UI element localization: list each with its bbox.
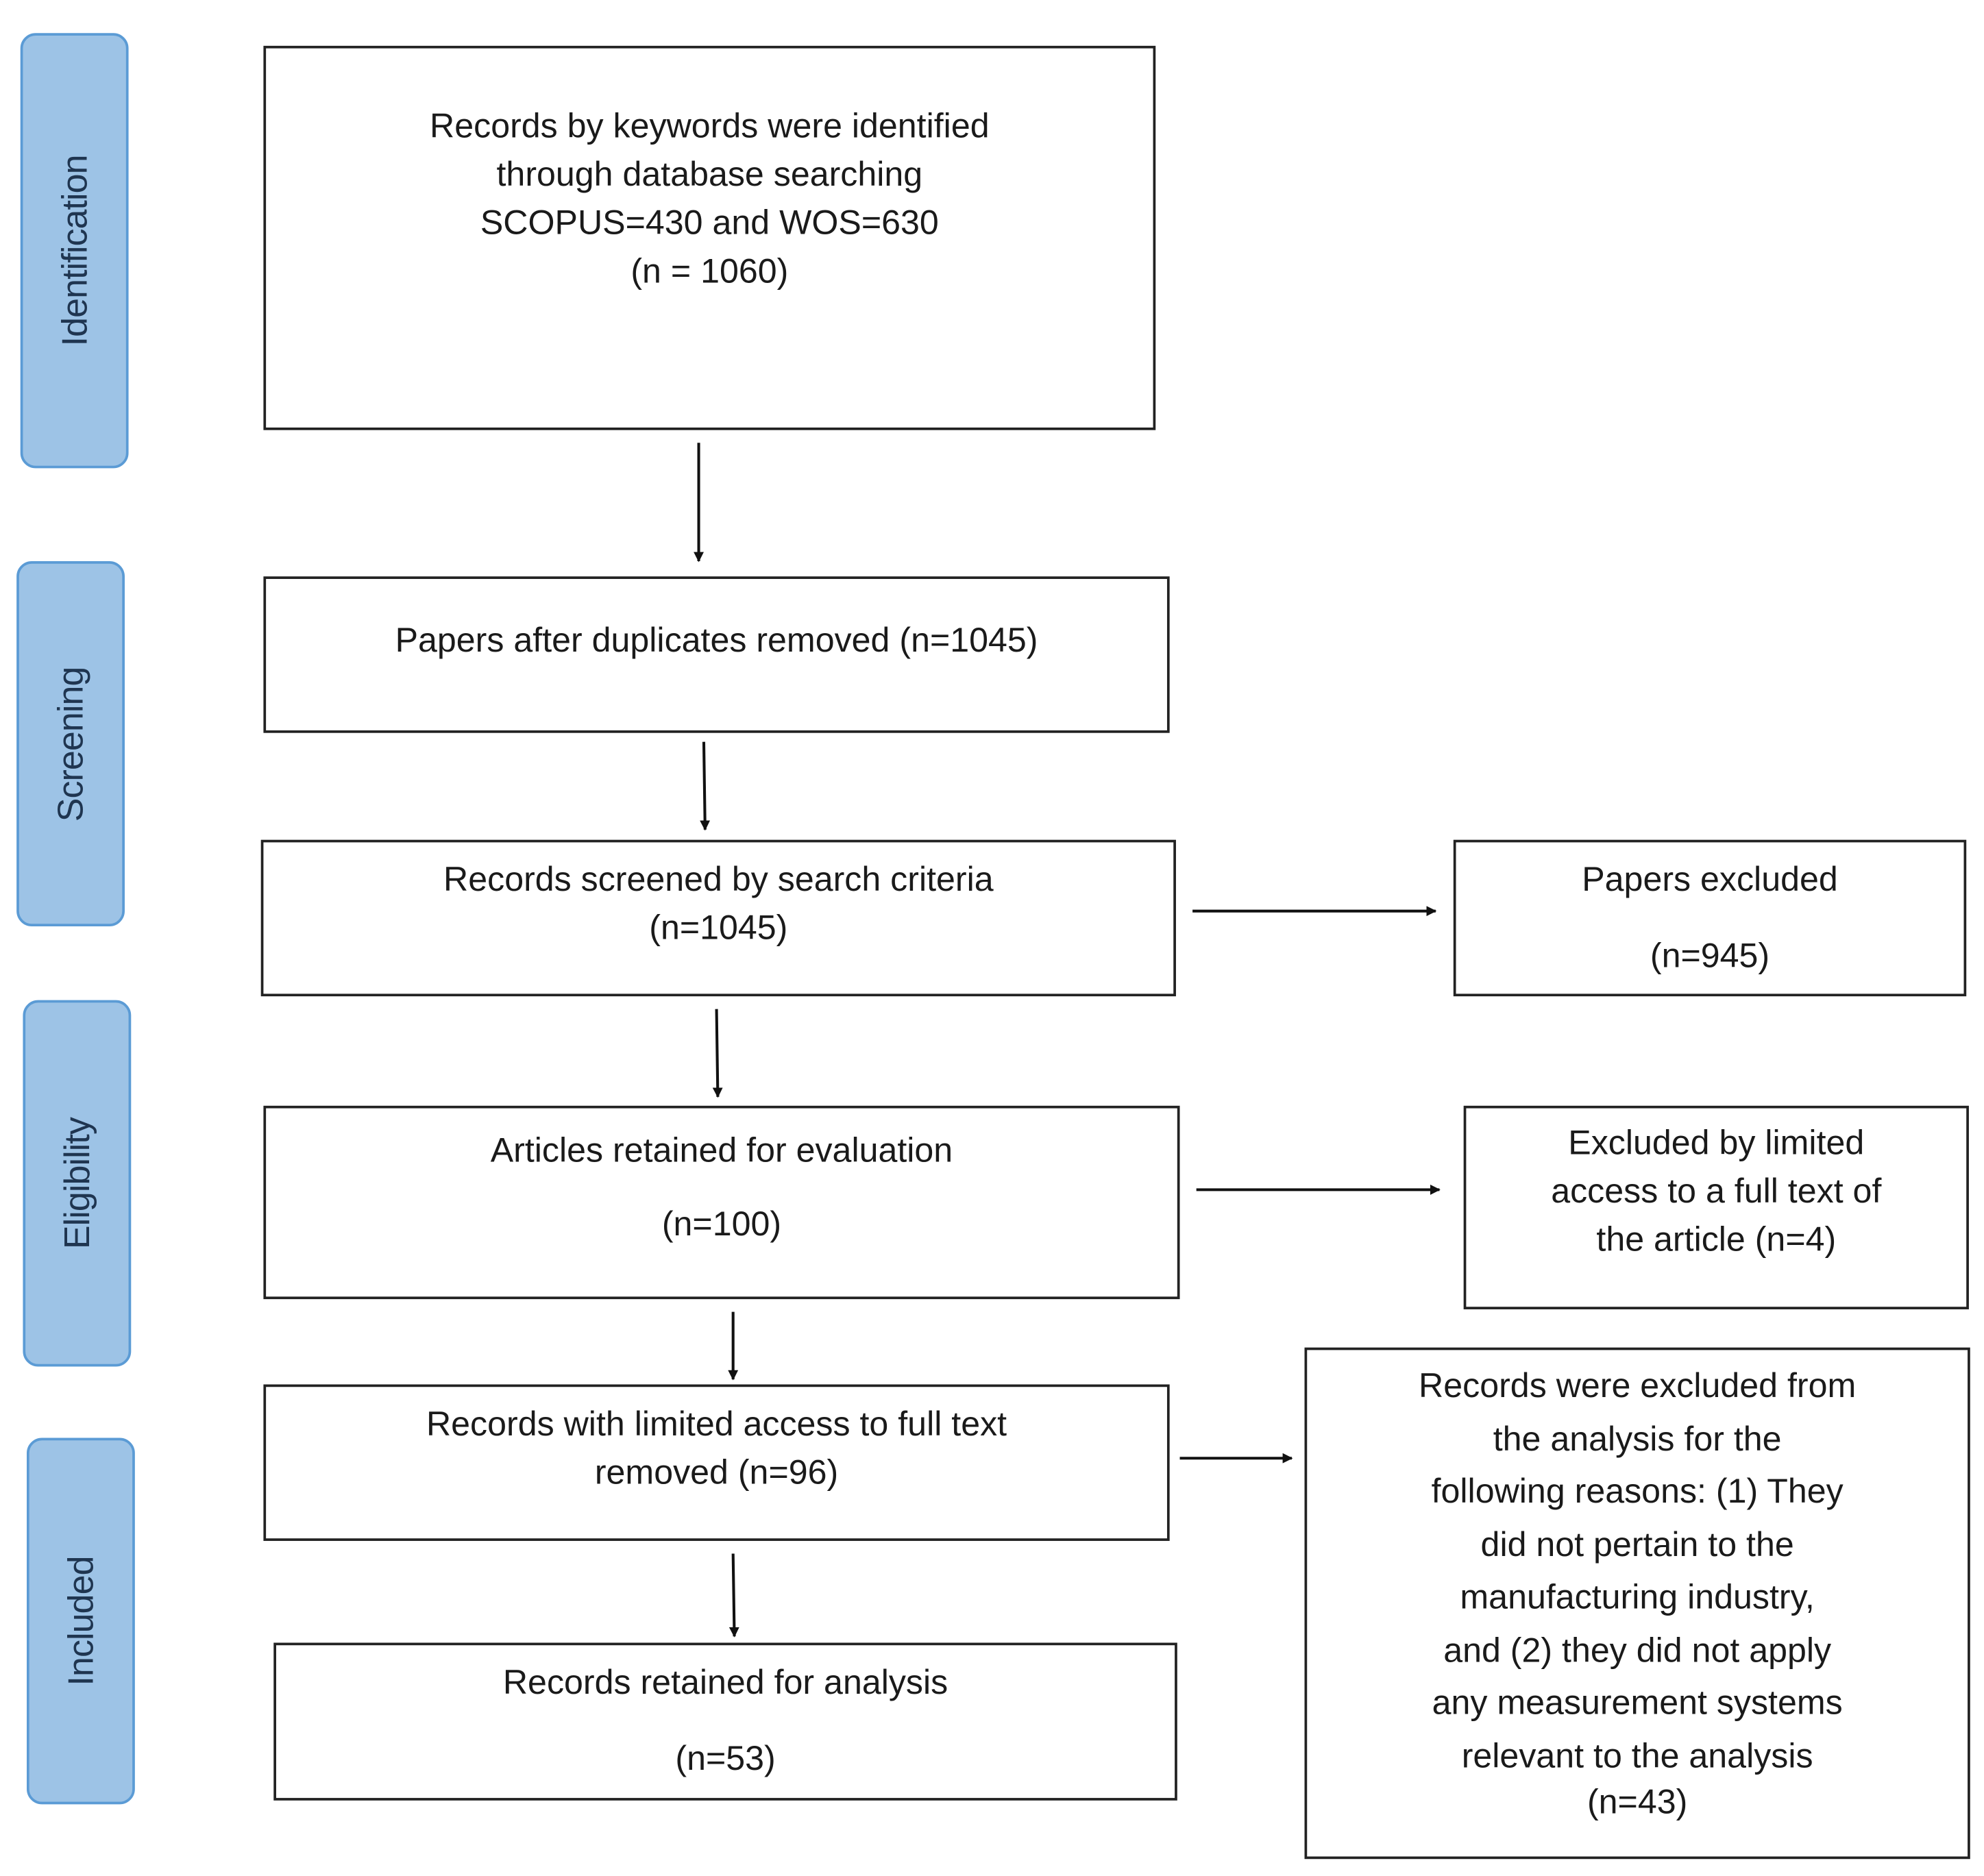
duplicates-removed-box: Papers after duplicates removed (n=1045) <box>263 576 1170 733</box>
excluded-limited-access-line-1: Excluded by limited <box>1568 1123 1865 1162</box>
phase-eligibility: Eligibility <box>23 1000 132 1367</box>
retained-analysis-line-2: (n=53) <box>675 1739 776 1778</box>
excluded-limited-access-box: Excluded by limited access to a full tex… <box>1463 1105 1969 1309</box>
retained-evaluation-line-2: (n=100) <box>661 1205 782 1244</box>
phase-included-label: Included <box>60 1556 100 1686</box>
screened-line-2: (n=1045) <box>649 908 788 947</box>
phase-screening: Screening <box>16 560 125 926</box>
identified-line-1: Records by keywords were identified <box>430 106 990 145</box>
arrow-screened-to-evaluation <box>712 1009 723 1098</box>
excluded-reasons-line-4: did not pertain to the <box>1480 1525 1794 1564</box>
excluded-reasons-line-8: relevant to the analysis <box>1461 1736 1813 1775</box>
excluded-reasons-line-5: manufacturing industry, <box>1460 1577 1815 1616</box>
identified-line-3: SCOPUS=430 and WOS=630 <box>480 203 939 242</box>
retained-evaluation-box: Articles retained for evaluation (n=100) <box>263 1105 1180 1300</box>
phase-eligibility-label: Eligibility <box>56 1118 97 1250</box>
excluded-limited-access-line-3: the article (n=4) <box>1596 1220 1837 1259</box>
papers-excluded-line-1: Papers excluded <box>1582 860 1838 899</box>
identified-records-box: Records by keywords were identified thro… <box>263 45 1156 430</box>
phase-screening-label: Screening <box>50 666 90 822</box>
limited-access-removed-box: Records with limited access to full text… <box>263 1384 1170 1541</box>
excluded-reasons-line-2: the analysis for the <box>1493 1419 1782 1458</box>
phase-identification: Identification <box>20 33 129 469</box>
identified-line-4: (n = 1060) <box>630 251 789 291</box>
papers-excluded-line-2: (n=945) <box>1650 936 1770 975</box>
phase-identification-label: Identification <box>53 155 94 347</box>
duplicates-removed-line-1: Papers after duplicates removed (n=1045) <box>395 621 1038 659</box>
arrow-limited-removed-to-analysis <box>728 1553 739 1638</box>
phase-included: Included <box>26 1437 135 1805</box>
excluded-limited-access-line-2: access to a full text of <box>1551 1172 1882 1211</box>
screened-records-box: Records screened by search criteria (n=1… <box>260 839 1176 997</box>
limited-access-removed-line-2: removed (n=96) <box>594 1453 839 1492</box>
excluded-reasons-line-7: any measurement systems <box>1432 1683 1843 1722</box>
excluded-reasons-line-3: following reasons: (1) They <box>1431 1472 1844 1511</box>
retained-analysis-box: Records retained for analysis (n=53) <box>273 1642 1177 1801</box>
arrow-duplicates-to-screened <box>700 741 711 831</box>
screened-line-1: Records screened by search criteria <box>443 860 994 899</box>
retained-analysis-line-1: Records retained for analysis <box>502 1663 948 1701</box>
excluded-reasons-box: Records were excluded from the analysis … <box>1304 1347 1970 1860</box>
limited-access-removed-line-1: Records with limited access to full text <box>426 1405 1007 1443</box>
retained-evaluation-line-1: Articles retained for evaluation <box>490 1131 953 1170</box>
identified-line-2: through database searching <box>496 155 923 194</box>
excluded-reasons-line-1: Records were excluded from <box>1419 1366 1857 1405</box>
excluded-reasons-line-6: and (2) they did not apply <box>1443 1630 1832 1669</box>
papers-excluded-box: Papers excluded (n=945) <box>1453 839 1967 997</box>
excluded-reasons-line-9: (n=43) <box>1587 1782 1688 1821</box>
